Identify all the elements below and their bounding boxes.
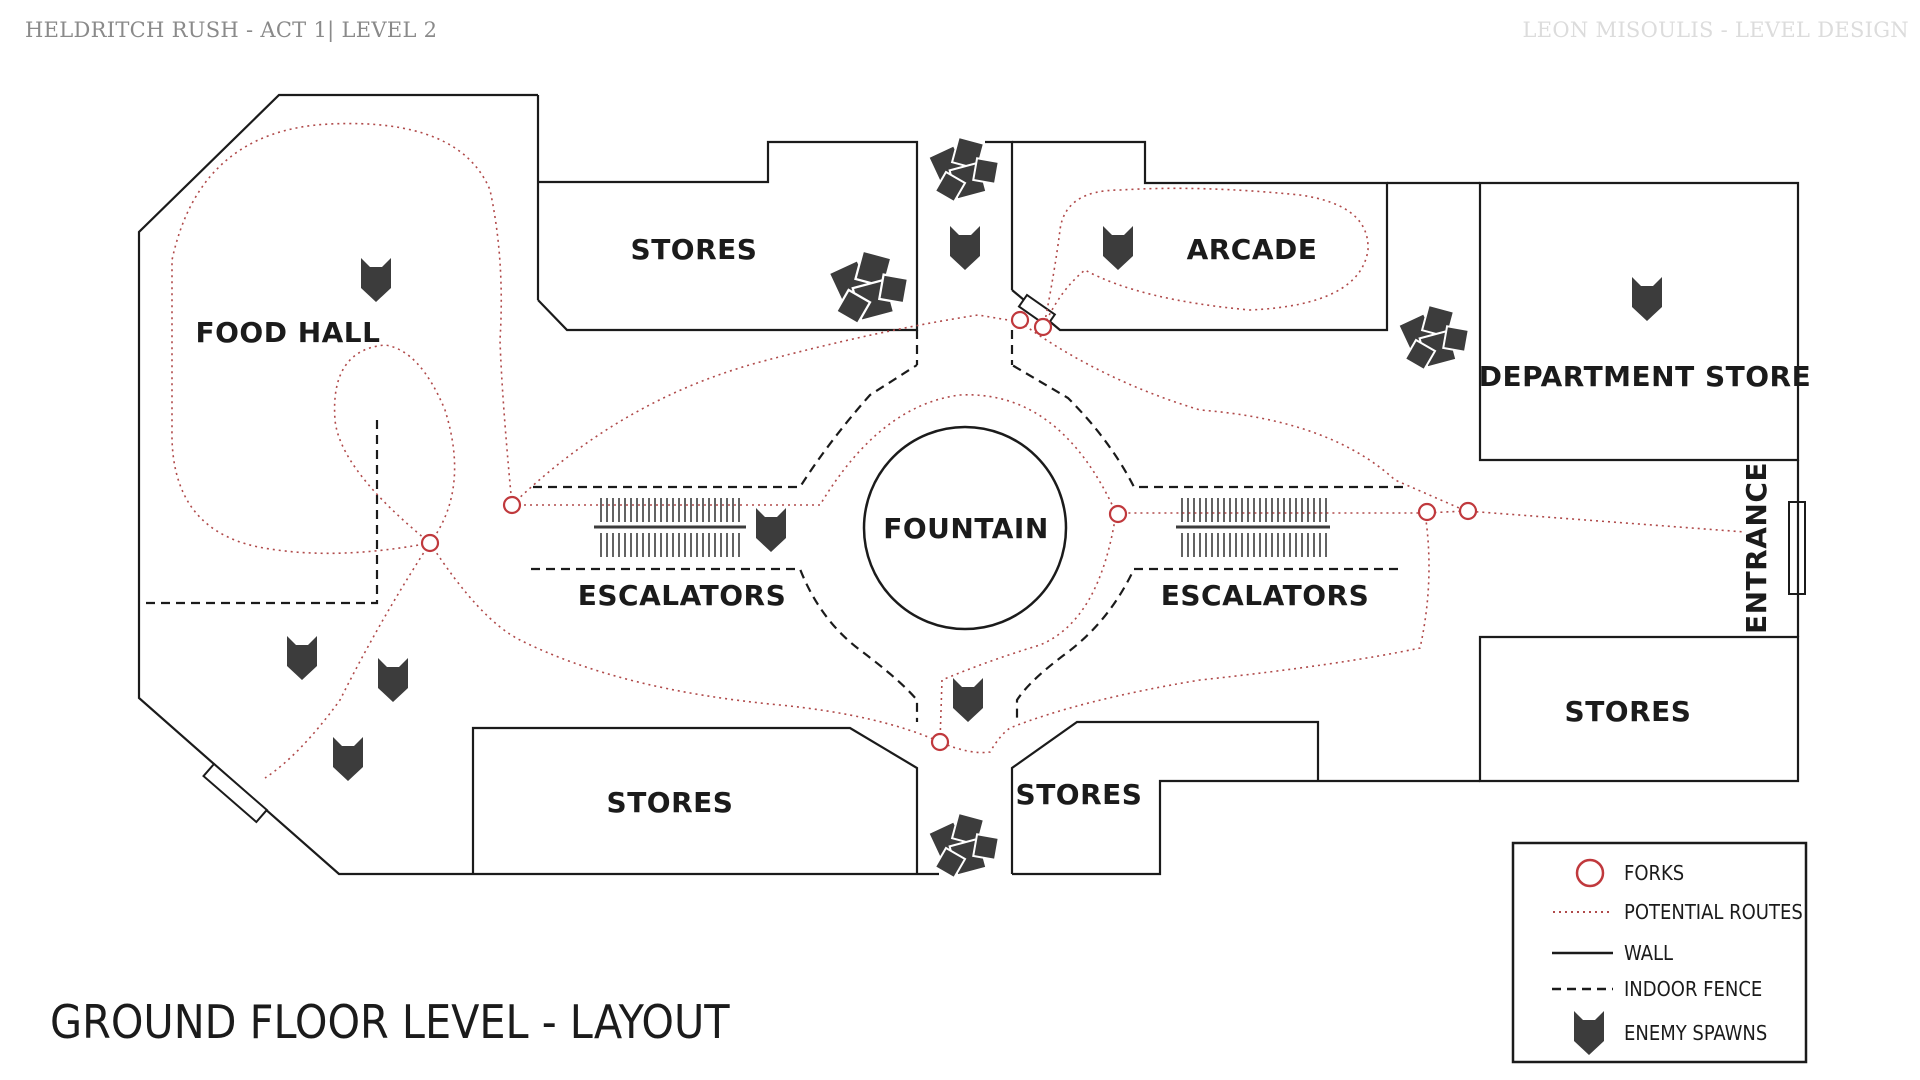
fork bbox=[1417, 502, 1437, 522]
enemy-spawn-icon bbox=[953, 678, 983, 722]
route-central-main bbox=[512, 394, 1746, 533]
legend-fork-icon bbox=[1575, 858, 1605, 888]
route-arcade-loop bbox=[1043, 187, 1369, 327]
layout-title: GROUND FLOOR LEVEL - LAYOUT bbox=[50, 995, 730, 1049]
side-door bbox=[202, 762, 269, 824]
label-food-hall: FOOD HALL bbox=[195, 316, 380, 349]
enemy-spawn-icon bbox=[287, 636, 317, 680]
enemy-spawn-icon bbox=[756, 508, 786, 552]
legend-spawns: ENEMY SPAWNS bbox=[1624, 1021, 1767, 1045]
walls bbox=[137, 93, 1800, 876]
legend-routes: POTENTIAL ROUTES bbox=[1624, 900, 1803, 924]
wall-stores-bottom-left bbox=[471, 726, 919, 874]
enemy-spawn-icon bbox=[361, 258, 391, 302]
legend: FORKS POTENTIAL ROUTES WALL INDOOR FENCE… bbox=[1511, 841, 1808, 1064]
fork bbox=[1458, 501, 1478, 521]
fork bbox=[1010, 310, 1030, 330]
fence-escalators-right-top bbox=[1011, 364, 1403, 489]
crate-cluster-icon bbox=[827, 249, 910, 325]
legend-wall: WALL bbox=[1624, 941, 1673, 965]
forks bbox=[420, 310, 1478, 752]
fork bbox=[1033, 317, 1053, 337]
potential-routes bbox=[171, 122, 1746, 779]
wall-stores-bottom-mid-2 bbox=[1010, 720, 1320, 874]
label-stores-right: STORES bbox=[1565, 695, 1692, 728]
enemy-spawn-icon bbox=[1103, 226, 1133, 270]
entrance-door bbox=[1788, 501, 1806, 595]
label-escalators-left: ESCALATORS bbox=[578, 579, 786, 612]
fountain bbox=[862, 425, 1068, 631]
label-stores-bottom-mid: STORES bbox=[1016, 778, 1143, 811]
label-arcade: ARCADE bbox=[1187, 233, 1318, 266]
label-fountain: FOUNTAIN bbox=[883, 512, 1049, 545]
crate-cluster-icon bbox=[927, 136, 1000, 204]
crate-cluster-icon bbox=[927, 812, 1000, 880]
wall-department-store bbox=[1478, 181, 1800, 462]
fence-food-hall-vertical bbox=[139, 420, 379, 605]
escalator-right bbox=[1176, 498, 1330, 557]
arcade-door bbox=[1017, 293, 1057, 328]
route-food-hall-loop bbox=[171, 122, 513, 555]
label-escalators-right: ESCALATORS bbox=[1161, 579, 1369, 612]
label-department-store: DEPARTMENT STORE bbox=[1479, 360, 1811, 393]
legend-forks: FORKS bbox=[1624, 861, 1684, 885]
route-side-exit bbox=[264, 542, 431, 779]
wall-stores-top bbox=[537, 140, 919, 332]
route-bottom-left bbox=[429, 512, 1430, 754]
enemy-spawn-icon bbox=[333, 737, 363, 781]
route-food-hall-inner bbox=[333, 344, 456, 544]
wall-food-hall-outer bbox=[137, 93, 939, 876]
route-top-right bbox=[1019, 321, 1467, 512]
fork bbox=[1108, 504, 1128, 524]
enemy-spawn-icon bbox=[950, 226, 980, 270]
label-stores-bottom-left: STORES bbox=[607, 786, 734, 819]
label-stores-top: STORES bbox=[631, 233, 758, 266]
wall-stores-right bbox=[1478, 635, 1800, 783]
label-entrance: ENTRANCE bbox=[1740, 462, 1773, 634]
header-author: LEON MISOULIS - LEVEL DESIGN bbox=[1522, 18, 1909, 42]
fence-escalators-right-bottom bbox=[1015, 567, 1398, 722]
indoor-fences bbox=[139, 330, 1403, 722]
fence-escalators-left-bottom bbox=[531, 567, 919, 722]
fence-escalators-left-top bbox=[533, 364, 918, 489]
fork bbox=[930, 732, 950, 752]
legend-fence: INDOOR FENCE bbox=[1624, 977, 1762, 1001]
enemy-spawn-icon bbox=[378, 658, 408, 702]
fork bbox=[502, 495, 522, 515]
fork bbox=[420, 533, 440, 553]
escalator-left bbox=[594, 498, 746, 557]
enemy-spawn-icon bbox=[1632, 277, 1662, 321]
crate-cluster-icon bbox=[1397, 304, 1470, 372]
header-project-title: HELDRITCH RUSH - ACT 1| LEVEL 2 bbox=[25, 18, 438, 42]
wall-stores-bottom-mid bbox=[1012, 779, 1480, 876]
route-top-left bbox=[511, 314, 1021, 506]
